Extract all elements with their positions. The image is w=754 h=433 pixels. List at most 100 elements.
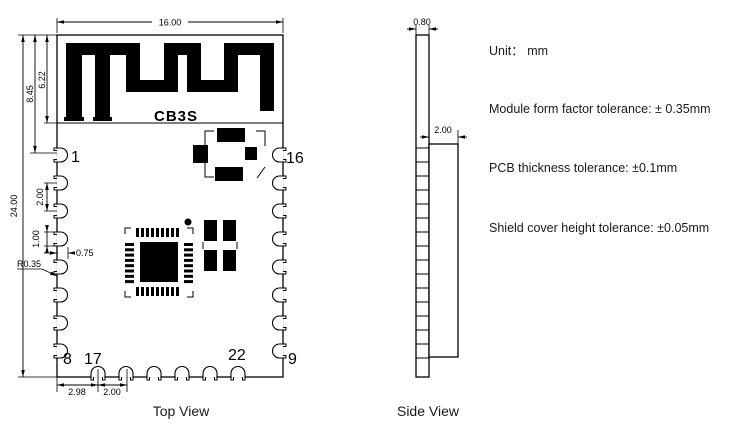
qfn-pad [171,287,174,296]
qfn-pad [141,228,144,237]
castellation-slot [174,365,190,378]
castellation-outer-tab [53,175,57,191]
castellation-outer-tab [283,175,287,191]
castellation-slot [56,315,69,331]
qfn-pad [184,253,193,257]
castellation-outer-tab [230,377,246,381]
qfn-pad [156,228,159,237]
component-courtyard-brackets [204,130,266,179]
qfn-pad [151,287,154,296]
pcb-antenna-trace [64,43,274,121]
dim-value-height: 24.00 [9,195,19,218]
castellation-slot [56,203,69,219]
component-pads [193,128,257,181]
dim-value-pad-length: 1.00 [31,230,41,248]
side-castellation-tick [416,315,429,331]
castellation-outer-tab [53,315,57,331]
qfn-pad [141,287,144,296]
qfn-pad [176,287,179,296]
qfn-pad [125,258,134,262]
crystal-footprint [202,220,238,271]
castellation-outer-tab [174,377,190,381]
leader-castellation-radius [41,268,58,277]
castellation-outer-tab [283,147,287,163]
castellation-tick-lines [416,147,429,359]
castellation-slot [271,315,284,331]
qfn-pad [146,287,149,296]
qfn-pad [125,253,134,257]
castellation-slot [271,287,284,303]
qfn-pad [125,264,134,268]
qfn-pad [166,228,169,237]
castellations-bottom [90,365,246,381]
pin-label-9: 9 [288,351,297,368]
castellation-outer-tab [283,203,287,219]
qfn-pad [184,243,193,246]
note-pcb-thickness-tolerance: PCB thickness tolerance: ±0.1mm [489,161,678,175]
castellation-slot [56,343,69,359]
dim-value-pin-pitch: 2.00 [35,188,45,206]
qfn-pad [136,228,139,237]
pin-label-17: 17 [84,351,102,368]
qfn-pad [161,287,164,296]
pcb-side-profile [415,34,430,378]
castellation-slot [271,203,284,219]
castellation-slot [271,231,284,247]
castellations-right [271,147,287,359]
castellation-slot [118,365,134,378]
qfn-pad [176,228,179,237]
castellation-slot [56,175,69,191]
pin-label-1: 1 [71,149,80,166]
castellation-outer-tab [90,377,106,381]
castellation-slot [56,259,69,275]
castellation-slot [56,287,69,303]
qfn-courtyard-brackets [124,227,194,298]
note-shield-cover-tolerance: Shield cover height tolerance: ±0.05mm [489,221,710,235]
shield-side-profile [428,143,459,358]
castellation-outer-tab [283,287,287,303]
castellation-outer-tab [283,259,287,275]
qfn-pad [125,280,134,284]
qfn-pad [184,264,193,268]
side-castellation-tick [416,259,429,275]
qfn-pads [125,228,193,296]
castellation-outer-tab [283,231,287,247]
side-castellation-tick [416,287,429,303]
dim-value-antenna-outer: 8.45 [25,85,35,103]
dim-value-antenna-inner: 6.22 [37,71,47,89]
dim-value-edge-to-pin17: 2.98 [68,387,86,397]
dim-value-castellation-radius: R0.35 [17,259,41,269]
castellation-outer-tab [283,343,287,359]
dim-label-mask [152,15,188,27]
side-view-caption: Side View [397,403,460,419]
castellation-slot [271,259,284,275]
qfn-pad [146,228,149,237]
qfn-pad [136,287,139,296]
side-castellation-tick [416,343,429,359]
dim-value-width: 16.00 [159,18,182,28]
qfn-pad [184,248,193,252]
qfn-pad [184,274,193,278]
qfn-pad [184,258,193,262]
castellation-outer-tab [53,147,57,163]
module-name-label: CB3S [154,108,198,125]
castellation-slot [271,343,284,359]
pin-label-22: 22 [228,347,246,364]
note-unit: Unit： mm [489,44,549,58]
side-castellation-tick [416,147,429,163]
castellation-slot [271,175,284,191]
qfn-body [140,242,178,282]
castellation-outer-tab [53,287,57,303]
top-view-drawing: CB3S [9,15,304,419]
qfn-pad [184,280,193,284]
castellation-outer-tab [202,377,218,381]
qfn-pad [151,228,154,237]
castellation-slot [56,147,69,163]
shield-component-footprint [193,128,266,181]
top-view-caption: Top View [153,403,210,419]
note-form-factor-tolerance: Module form factor tolerance: ± 0.35mm [489,102,711,116]
qfn-pad [171,228,174,237]
dim-value-pcb-thickness: 0.80 [413,17,431,27]
